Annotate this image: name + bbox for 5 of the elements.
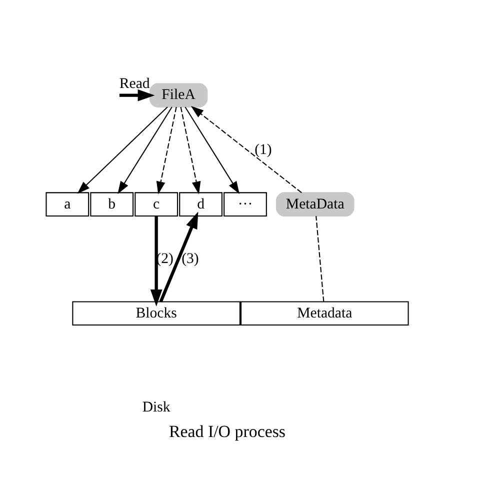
edge-label: Read xyxy=(119,76,150,92)
caption: Read I/O process xyxy=(168,422,286,442)
label: Disk xyxy=(142,400,170,416)
edge-label: (1) xyxy=(254,142,272,158)
edge-label: (3) xyxy=(182,250,199,267)
